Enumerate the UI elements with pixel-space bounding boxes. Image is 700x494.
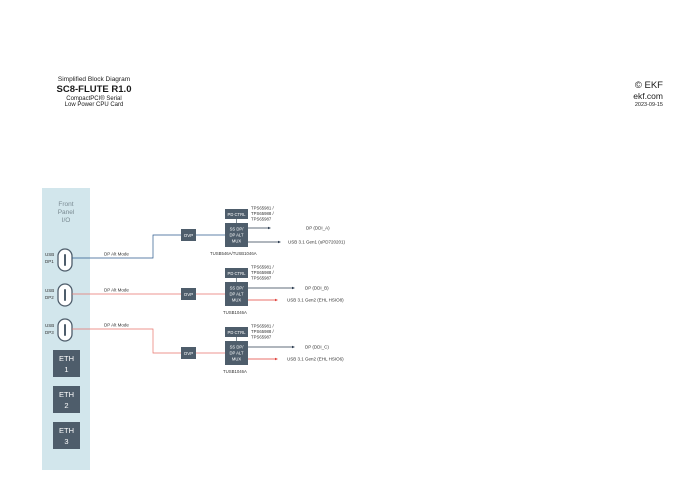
ch1-alt-mode-label: DP Alt Mode [104, 252, 129, 257]
usbc-port-3: USB DP3 [45, 318, 73, 342]
eth-port-3: ETH 3 [53, 422, 80, 449]
ch3-pd-ctrl-box [225, 327, 248, 337]
port-3-label-dp: DP3 [45, 330, 54, 335]
usbc-port-1: USB DP1 [45, 248, 73, 272]
ch2-mux-line-1: SS DP/ [230, 286, 245, 291]
ch2-alt-mode-label: DP Alt Mode [104, 288, 129, 293]
ch2-mux-box [225, 282, 248, 306]
ch3-pd-ctrl-label: PD CTRL [228, 330, 247, 335]
ch1-mux-part: TUSB546A/TUSB1046A [210, 251, 257, 256]
ch1-mux-line-3: MUX [232, 239, 242, 244]
ch3-mux-line-2: DP ALT [229, 351, 243, 356]
ch3-usb-out: USB 3.1 Gen2 (EHL HSIO6) [287, 357, 344, 362]
ch3-alt-mode-line [72, 328, 181, 354]
title-block: Simplified Block Diagram SC8-FLUTE R1.0 … [44, 76, 144, 108]
channel-2: DP Alt Mode OVP PD CTRL TPS65981 / TPS65… [72, 265, 344, 315]
front-panel-label-2: Panel [58, 209, 75, 216]
ch3-alt-mode-label: DP Alt Mode [104, 323, 129, 328]
ch2-pd-part-1: TPS65981 / [251, 265, 274, 270]
ch3-pd-part-2: TPS65988 / [251, 329, 274, 334]
ch2-pd-ctrl-box [225, 268, 248, 278]
ch3-mux-line-1: SS DP/ [230, 345, 245, 350]
ch1-pd-part-1: TPS65981 / [251, 206, 274, 211]
eth-port-2: ETH 2 [53, 386, 80, 413]
ch3-pd-part-3: TPS65987 [251, 335, 272, 340]
channel-1: DP Alt Mode OVP PD CTRL TPS65981 / TPS65… [72, 206, 346, 259]
ch1-mux-line-2: DP ALT [229, 233, 243, 238]
product-subtitle-2: Low Power CPU Card [64, 102, 124, 108]
ch1-pd-ctrl-label: PD CTRL [228, 212, 247, 217]
website: ekf.com [633, 91, 663, 101]
eth-3-number: 3 [64, 437, 68, 446]
diagram-title: Simplified Block Diagram [57, 76, 131, 83]
ch2-usb-out: USB 3.1 Gen2 (EHL HSIO8) [287, 298, 344, 303]
port-2-label-dp: DP2 [45, 295, 54, 300]
front-panel-label-3: I/O [62, 217, 71, 224]
ch1-usb-out: USB 3.1 Gen1 (uPD720201) [288, 240, 346, 245]
eth-1-label: ETH [59, 354, 74, 363]
ch1-pd-ctrl-box [225, 209, 248, 219]
port-1-label-usb: USB [45, 252, 54, 257]
eth-port-1: ETH 1 [53, 350, 80, 377]
usbc-port-2: USB DP2 [45, 283, 73, 307]
ch3-ovp-box [181, 347, 196, 359]
ch2-dp-out: DP (DDI_B) [305, 286, 329, 291]
product-subtitle-1: CompactPCI® Serial [66, 96, 122, 102]
product-name: SC8-FLUTE R1.0 [56, 84, 132, 95]
eth-3-label: ETH [59, 426, 74, 435]
ch2-mux-line-3: MUX [232, 298, 242, 303]
port-2-label-usb: USB [45, 288, 54, 293]
brand-block: © EKF ekf.com 2023-09-15 [633, 80, 663, 108]
date: 2023-09-15 [634, 102, 663, 108]
ch1-mux-line-1: SS DP/ [230, 227, 245, 232]
ch3-mux-line-3: MUX [232, 357, 242, 362]
ch2-mux-line-2: DP ALT [229, 292, 243, 297]
ch3-pd-part-1: TPS65981 / [251, 324, 274, 329]
ch2-ovp-label: OVP [184, 292, 194, 297]
ch1-alt-mode-line [72, 234, 181, 259]
ch2-mux-part: TUSB1046A [223, 310, 247, 315]
front-panel-label-1: Front [58, 201, 73, 208]
eth-1-number: 1 [64, 365, 68, 374]
channel-3: DP Alt Mode OVP PD CTRL TPS65981 / TPS65… [72, 323, 344, 374]
ch1-mux-box [225, 223, 248, 247]
ch3-ovp-label: OVP [184, 351, 194, 356]
ch1-pd-part-2: TPS65988 / [251, 211, 274, 216]
ch1-pd-part-3: TPS65987 [251, 217, 272, 222]
ch2-pd-part-2: TPS65988 / [251, 270, 274, 275]
port-3-label-usb: USB [45, 323, 54, 328]
ch3-mux-box [225, 341, 248, 365]
ch1-ovp-box [181, 229, 196, 241]
copyright: © EKF [634, 80, 663, 91]
ch2-ovp-box [181, 288, 196, 300]
ch2-pd-ctrl-label: PD CTRL [228, 271, 247, 276]
eth-2-label: ETH [59, 390, 74, 399]
ch3-dp-out: DP (DDI_C) [305, 345, 329, 350]
port-1-label-dp: DP1 [45, 259, 54, 264]
ch1-dp-out: DP (DDI_A) [306, 226, 330, 231]
ch3-mux-part: TUSB1046A [223, 369, 247, 374]
eth-2-number: 2 [64, 401, 68, 410]
ch1-ovp-label: OVP [184, 233, 194, 238]
ch2-pd-part-3: TPS65987 [251, 276, 272, 281]
